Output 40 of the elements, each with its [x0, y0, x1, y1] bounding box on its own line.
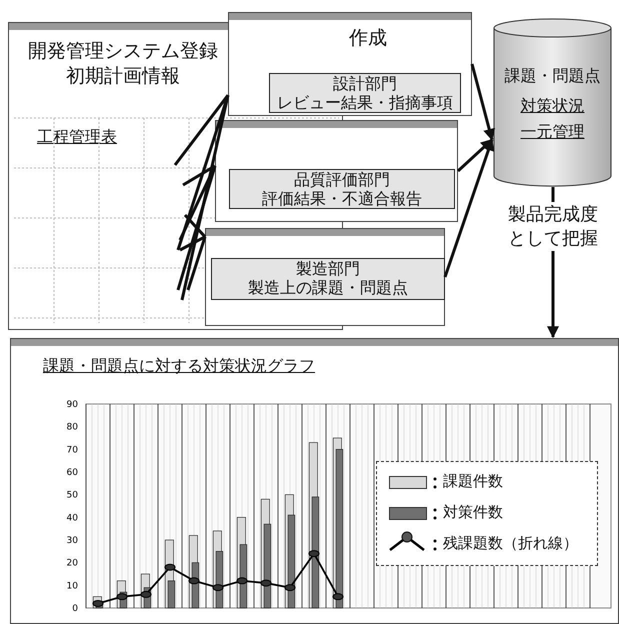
bar: [168, 580, 176, 608]
text-box: [229, 169, 455, 209]
department-label: 製造部門: [295, 259, 361, 279]
heading-text: 開発管理システム登録初期計画情報: [27, 39, 219, 89]
document-dialog: [205, 228, 445, 326]
caption-text: 製品完成度として把握: [507, 203, 599, 251]
connector-line: [174, 94, 230, 302]
arrow: [547, 251, 559, 338]
item-label: 製造上の課題・問題点: [247, 278, 409, 298]
department-label: 品質評価部門: [293, 170, 391, 190]
bar: [336, 449, 344, 608]
legend-label: 対策件数: [443, 503, 503, 522]
text-box: [211, 258, 445, 300]
arrow: [444, 138, 494, 278]
axis-tick-label: 90: [66, 400, 78, 410]
axis-tick-label: 50: [66, 490, 78, 501]
chart-window: [10, 338, 619, 624]
legend-label: 課題件数: [443, 472, 503, 491]
axis-tick-label: 10: [66, 581, 78, 592]
arrow: [470, 64, 496, 141]
axis-tick-label: 0: [72, 604, 78, 614]
axis-tick-label: 40: [66, 513, 78, 524]
window-title-text: 作成: [349, 26, 387, 51]
connector-line: [176, 164, 216, 292]
axis-tick-label: 20: [66, 558, 78, 569]
database-label: 対策状況一元管理: [520, 95, 586, 143]
axis-tick-label: 60: [66, 468, 78, 478]
department-label: 設計部門: [332, 74, 398, 94]
chart-title: 課題・問題点に対する対策状況グラフ: [43, 356, 315, 377]
item-label: レビュー結果・指摘事項: [276, 93, 454, 113]
database-label: 課題・問題点: [504, 66, 602, 87]
axis-tick-label: 30: [66, 536, 78, 546]
legend-label: 残課題数（折れ線）: [443, 534, 578, 553]
text-box: [269, 73, 461, 113]
connector-line: [178, 214, 206, 292]
axis-tick-label: 80: [66, 422, 78, 433]
item-label: 評価結果・不適合報告: [261, 189, 423, 209]
axis-tick-label: 70: [66, 445, 78, 456]
document-dialog: [228, 12, 472, 116]
document-dialog: [215, 120, 458, 222]
